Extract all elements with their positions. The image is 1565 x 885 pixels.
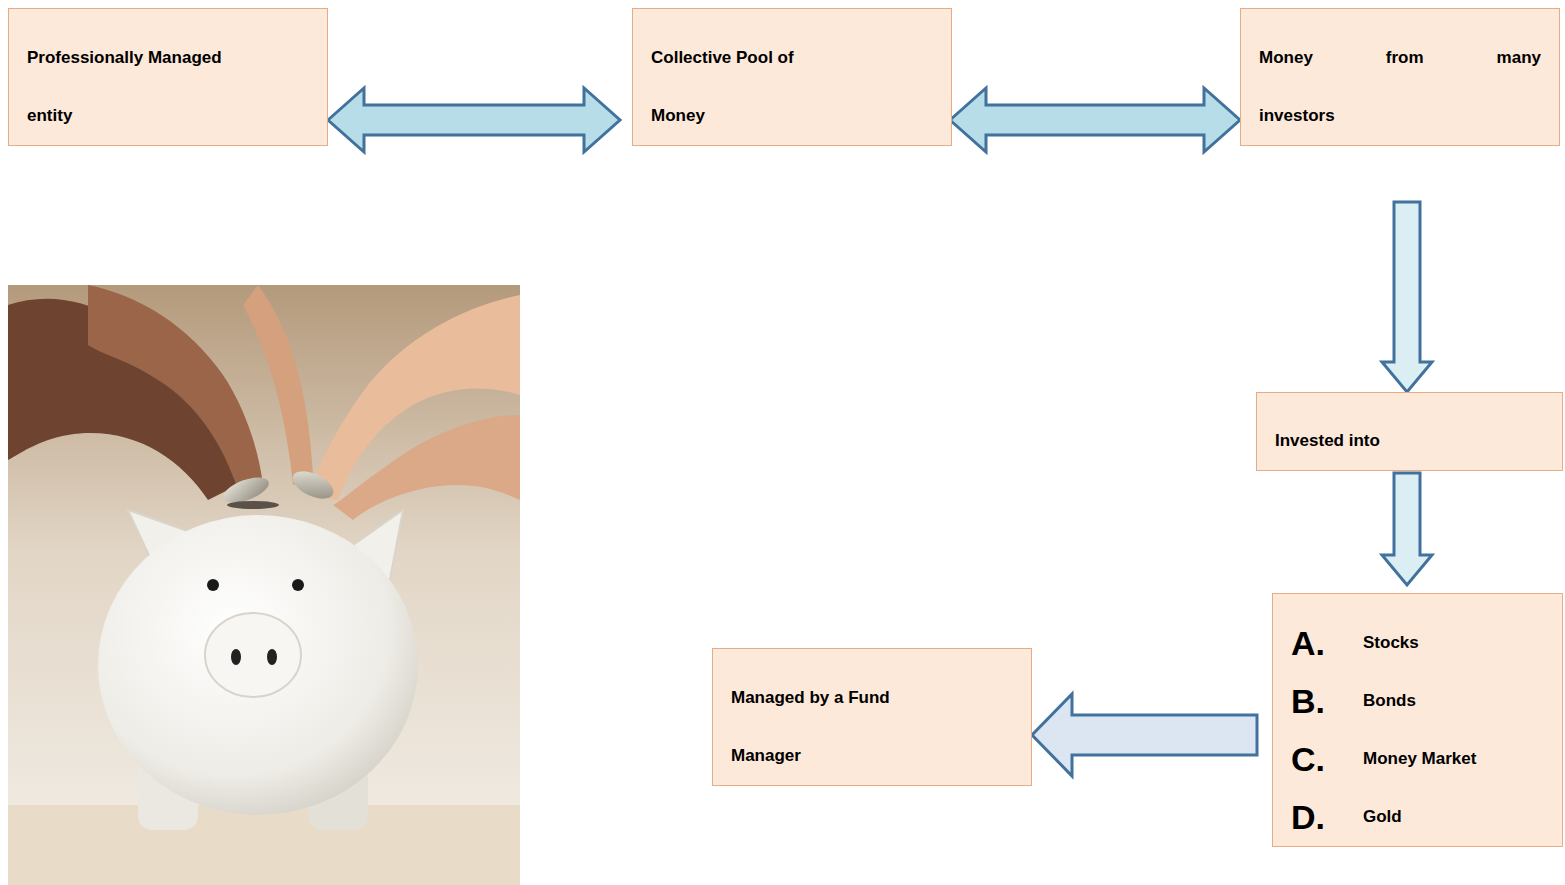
pig-nostril <box>231 649 241 665</box>
brown-hand <box>88 285 263 490</box>
list-item: Money Market <box>1363 730 1476 788</box>
process-box: Managed by a Fund Manager <box>712 648 1032 786</box>
pig-body <box>98 515 418 815</box>
photo-ground <box>8 285 520 885</box>
coin <box>288 466 337 505</box>
list-row: B.Bonds <box>1291 672 1552 730</box>
list-letter: B. <box>1291 672 1363 730</box>
block-arrow <box>1382 202 1432 392</box>
block-arrow <box>1032 694 1257 776</box>
list-letter: D. <box>1291 788 1363 846</box>
box-label: Professionally Managed entity <box>27 29 252 145</box>
box-label: Collective Pool of Money <box>651 29 841 145</box>
coin-slot <box>227 501 279 509</box>
pig-nostril <box>267 649 277 665</box>
list-item: Stocks <box>1363 614 1419 672</box>
list-letter: A. <box>1291 614 1363 672</box>
pig-snout <box>205 613 301 697</box>
list-row: A.Stocks <box>1291 614 1552 672</box>
block-arrow <box>1382 473 1432 585</box>
double-block-arrow <box>950 88 1240 152</box>
list-item: Gold <box>1363 788 1402 846</box>
list-box: A.StocksB.BondsC.Money MarketD.Gold <box>1272 593 1563 847</box>
pig-eye <box>207 579 219 591</box>
process-box: Collective Pool of Money <box>632 8 952 146</box>
finger <box>243 285 313 485</box>
list-item: Bonds <box>1363 672 1416 730</box>
box-label: Money from many investors <box>1259 29 1541 145</box>
piggy-bank-photo <box>8 285 520 885</box>
table-top <box>8 805 520 885</box>
process-box: Professionally Managed entity <box>8 8 328 146</box>
box-label: Managed by a Fund Manager <box>731 669 931 785</box>
list-row: D.Gold <box>1291 788 1552 846</box>
pig-eye <box>292 579 304 591</box>
process-box: Invested into <box>1256 392 1563 471</box>
process-box: Money from many investors <box>1240 8 1560 146</box>
double-block-arrow <box>328 88 620 152</box>
light-hand <box>333 415 520 520</box>
box-label: Invested into <box>1275 412 1545 470</box>
list-row: C.Money Market <box>1291 730 1552 788</box>
list-letter: C. <box>1291 730 1363 788</box>
